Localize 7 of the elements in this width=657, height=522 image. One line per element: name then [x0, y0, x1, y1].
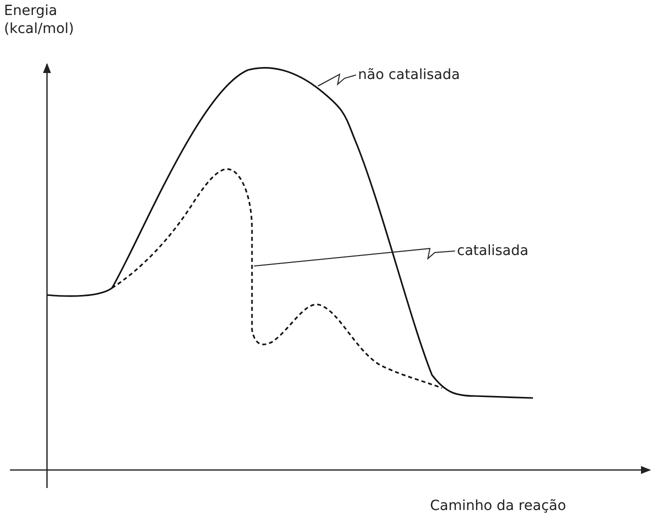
axis-title: Caminho da reação: [430, 497, 566, 515]
axis-title: Energia (kcal/mol): [4, 2, 76, 38]
curve-label: não catalisada: [358, 66, 460, 84]
leader-line: [318, 73, 356, 86]
energy-curve: [46, 67, 534, 399]
leader-line: [254, 248, 456, 266]
curve-label: catalisada: [457, 242, 528, 260]
